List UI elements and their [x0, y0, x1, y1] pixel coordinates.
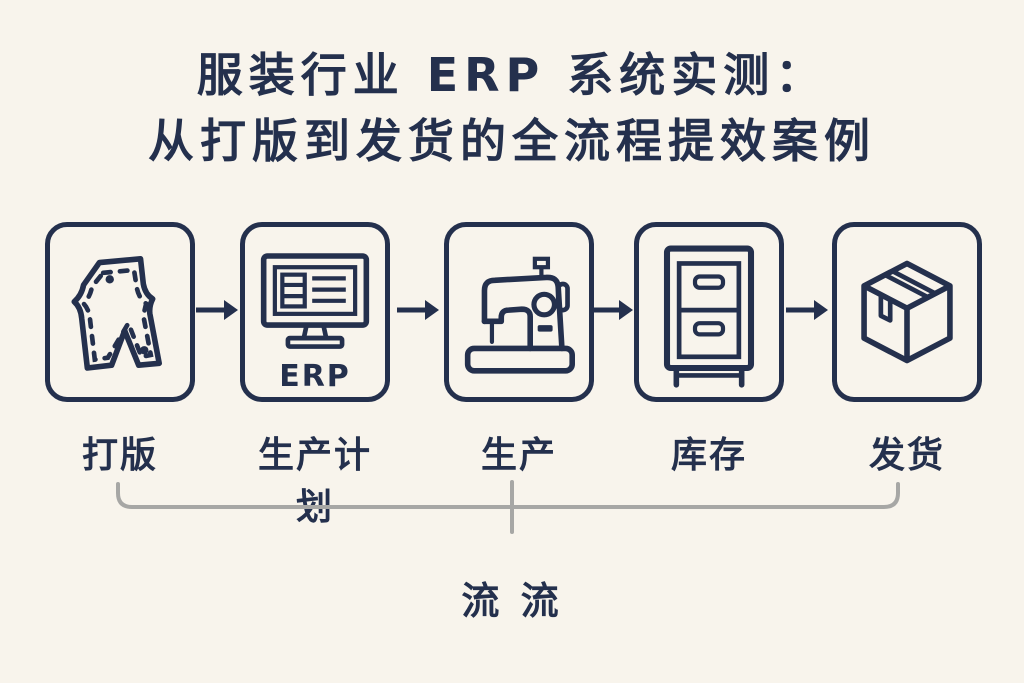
- erp-badge: ERP: [279, 359, 351, 394]
- flow-arrow-icon: [397, 300, 439, 320]
- title-line-1: 服装行业 ERP 系统实测：: [196, 48, 828, 102]
- flow-arrow-icon: [591, 300, 633, 320]
- flow-arrow-icon: [786, 300, 828, 320]
- step-label-shipping: 发货: [868, 435, 945, 476]
- title-line-2: 从打版到发货的全流程提效案例: [148, 114, 876, 168]
- shipping-box-icon: [861, 260, 953, 364]
- step-label-pattern: 打版: [81, 435, 158, 476]
- step-box-shipping: [832, 222, 982, 402]
- step-label-production: 生产: [480, 435, 557, 476]
- flow-arrow-icon: [196, 300, 238, 320]
- sewing-machine-icon: [464, 256, 575, 374]
- erp-monitor-icon: [260, 253, 370, 349]
- step-box-inventory: [634, 222, 784, 402]
- scope-bracket: [116, 480, 900, 534]
- pattern-piece-icon: [71, 256, 162, 371]
- page-title: 服装行业 ERP 系统实测： 从打版到发货的全流程提效案例: [0, 42, 1024, 174]
- step-box-production: [444, 222, 594, 402]
- footer-caption: 流 流: [461, 579, 563, 623]
- step-box-erp: ERP: [240, 222, 390, 402]
- step-box-pattern: [45, 222, 195, 402]
- inventory-cabinet-icon: [663, 245, 755, 388]
- step-label-inventory: 库存: [670, 435, 747, 476]
